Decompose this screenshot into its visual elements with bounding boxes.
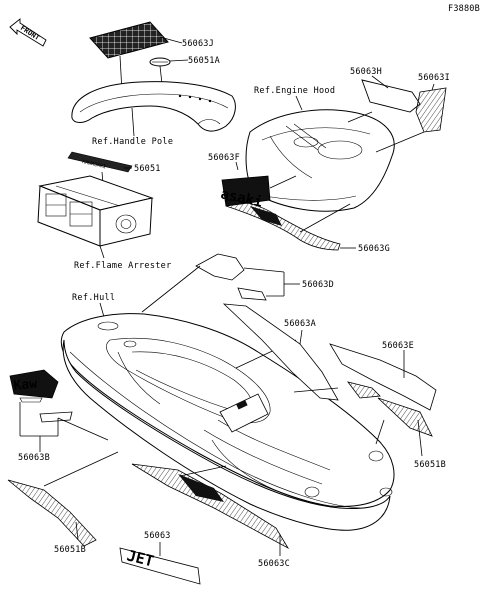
part-label-56063H: 56063H bbox=[350, 67, 382, 77]
part-label-56063: 56051B bbox=[54, 545, 86, 555]
part-label-56063C: 56063C bbox=[258, 559, 290, 569]
part-label-56063J: 56063J bbox=[182, 39, 214, 49]
emblem-56051: KAWASAKI bbox=[67, 151, 133, 173]
decal-56063D bbox=[195, 253, 267, 301]
decal-56063I bbox=[415, 87, 447, 133]
emblem-56051A bbox=[149, 57, 171, 67]
part-label-56063D: 56063D bbox=[302, 280, 334, 290]
ref-label-handle-pole: Ref.Handle Pole bbox=[92, 137, 173, 147]
decal-56063B: Kaw bbox=[9, 369, 73, 423]
ref-label-hull: Ref.Hull bbox=[72, 293, 115, 303]
decal-text-jet: JET bbox=[125, 546, 156, 570]
decal-text-kaw: Kaw bbox=[13, 377, 38, 394]
front-arrow-icon: FRONT bbox=[9, 18, 47, 47]
part-label-56063F: 56063F bbox=[208, 153, 240, 163]
figure-code: F3880B bbox=[448, 4, 480, 14]
decal-56063A bbox=[222, 303, 339, 401]
part-label-56063A: 56063A bbox=[284, 319, 316, 329]
hull bbox=[60, 313, 395, 531]
svg-text:KAWASAKI: KAWASAKI bbox=[82, 159, 107, 170]
part-label-56063E: 56063E bbox=[382, 341, 414, 351]
decal-56063J bbox=[89, 21, 169, 59]
handle-pole-cover bbox=[71, 81, 236, 132]
decal-56063C bbox=[131, 463, 290, 550]
part-label-56051B-bottom: 56063 bbox=[144, 531, 171, 541]
part-label-56051B-right: 56051B bbox=[414, 460, 446, 470]
part-label-56063I: 56063I bbox=[418, 73, 450, 83]
ref-label-flame-arrester: Ref.Flame Arrester bbox=[74, 261, 172, 271]
part-label-56051: 56051 bbox=[134, 164, 161, 174]
part-label-56063G: 56063G bbox=[358, 244, 390, 254]
part-label-56051A: 56051A bbox=[188, 56, 220, 66]
flame-arrester bbox=[37, 175, 154, 247]
part-label-56063B: 56063B bbox=[18, 453, 50, 463]
decal-56063 bbox=[7, 479, 97, 547]
ref-label-engine-hood: Ref.Engine Hood bbox=[254, 86, 335, 96]
decal-56063G bbox=[225, 199, 341, 251]
decal-56063H bbox=[361, 79, 421, 113]
